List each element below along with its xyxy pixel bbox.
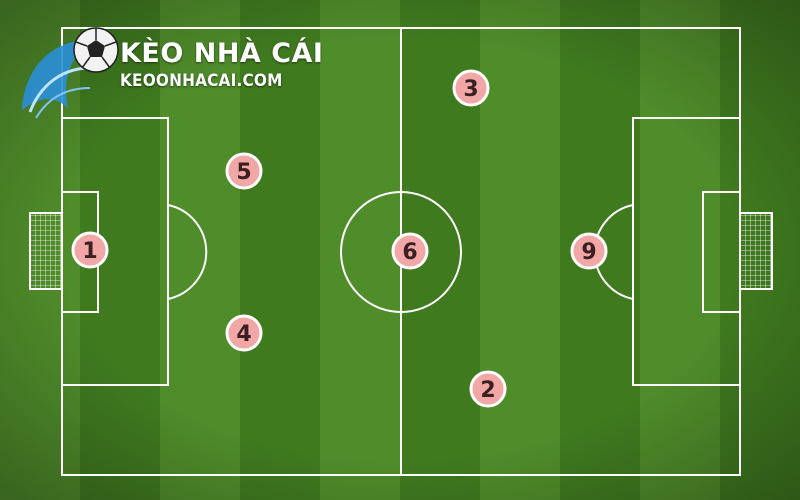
player-marker: 9: [570, 232, 608, 270]
player-marker: 5: [225, 152, 263, 190]
player-marker: 6: [391, 232, 429, 270]
soccer-ball-swoosh-icon: [22, 27, 119, 119]
left-penalty-arc: [167, 204, 208, 300]
logo-title: KÈO NHÀ CÁI: [120, 38, 324, 69]
center-circle: [340, 191, 462, 313]
pitch-lines: [61, 27, 741, 476]
player-number: 9: [581, 240, 596, 265]
right-goal-area: [702, 191, 741, 313]
player-number: 3: [463, 77, 478, 102]
site-logo[interactable]: KÈO NHÀ CÁI KEOONHACAI.COM: [120, 40, 323, 90]
player-number: 5: [236, 160, 251, 185]
player-marker: 2: [469, 370, 507, 408]
player-number: 4: [236, 322, 251, 347]
player-marker: 3: [452, 69, 490, 107]
player-number: 6: [402, 240, 417, 265]
player-number: 2: [480, 378, 495, 403]
player-number: 1: [82, 239, 97, 264]
right-goal-net: [739, 212, 773, 290]
logo-url: KEOONHACAI.COM: [120, 71, 283, 91]
player-marker: 4: [225, 314, 263, 352]
left-goal-net: [29, 212, 63, 290]
player-marker: 1: [71, 231, 109, 269]
